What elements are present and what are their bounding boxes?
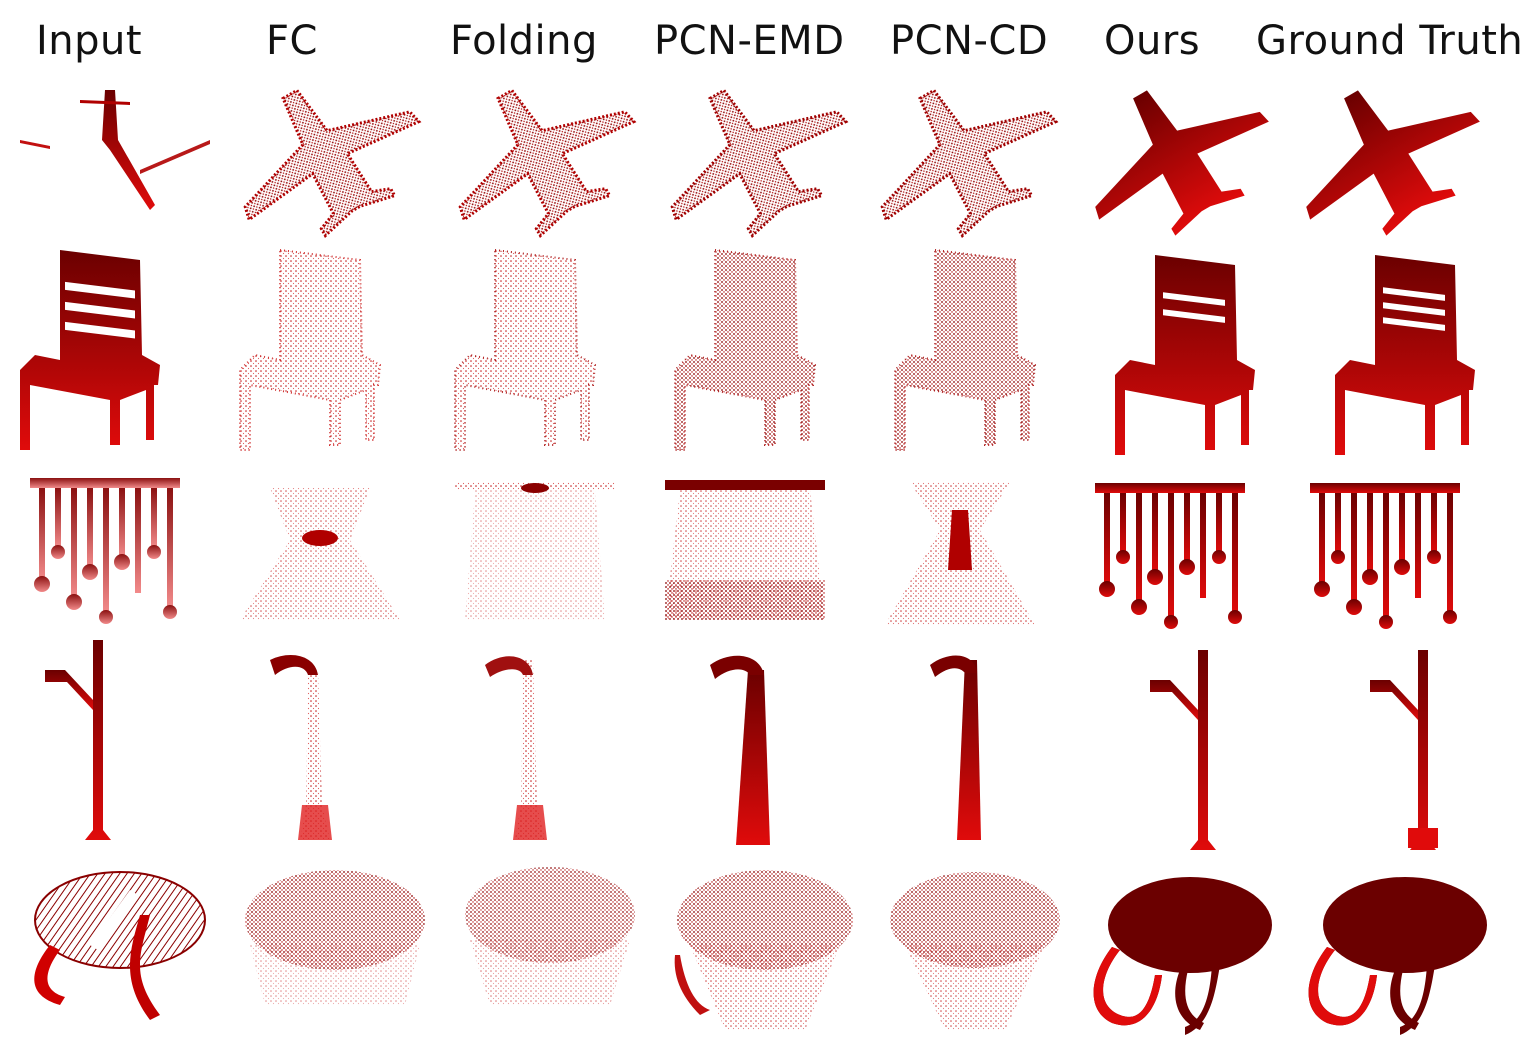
chandelier-pcn-emd — [665, 480, 825, 620]
chair-folding — [454, 249, 596, 451]
chandelier-fc — [240, 488, 400, 620]
column-title-pcn-emd: PCN-EMD — [654, 18, 845, 64]
row-street-lamp — [45, 640, 1438, 850]
column-title-input: Input — [36, 18, 143, 64]
street-lamp-pcn-cd — [930, 655, 981, 840]
table-ours — [1093, 877, 1272, 1035]
airplane-pcn-emd — [630, 43, 874, 267]
row-chandelier — [30, 478, 1460, 629]
airplane-folding — [418, 43, 662, 267]
airplane-ground-truth — [1266, 45, 1506, 265]
column-title-ground-truth: Ground Truth — [1256, 18, 1524, 64]
chair-fc — [239, 249, 381, 451]
chandelier-ours — [1095, 483, 1245, 629]
chair-input — [20, 250, 160, 450]
chair-ours — [1115, 255, 1255, 455]
table-folding — [465, 867, 635, 1005]
column-header-row: Input FC Folding PCN-EMD PCN-CD Ours Gro… — [0, 0, 1532, 80]
street-lamp-pcn-emd — [710, 655, 770, 845]
column-title-folding: Folding — [450, 18, 598, 64]
street-lamp-input — [45, 640, 111, 840]
chair-pcn-emd — [674, 249, 816, 451]
table-pcn-cd — [890, 872, 1060, 1030]
street-lamp-folding — [485, 656, 547, 840]
table-fc — [245, 870, 425, 1005]
airplane-pcn-cd — [840, 43, 1084, 267]
row-table — [34, 867, 1487, 1035]
street-lamp-ours — [1150, 650, 1216, 850]
chandelier-ground-truth — [1310, 483, 1460, 629]
chair-ground-truth — [1335, 255, 1475, 455]
row-airplane — [20, 43, 1506, 267]
table-pcn-emd — [674, 870, 853, 1030]
column-title-fc: FC — [266, 18, 318, 64]
airplane-input — [20, 90, 210, 210]
column-title-pcn-cd: PCN-CD — [890, 18, 1049, 64]
column-title-ours: Ours — [1104, 18, 1201, 64]
row-chair — [20, 249, 1475, 455]
chandelier-folding — [455, 482, 615, 620]
street-lamp-fc — [270, 655, 332, 840]
airplane-fc — [203, 43, 447, 267]
chandelier-input — [30, 478, 180, 624]
chandelier-pcn-cd — [885, 482, 1035, 625]
table-input — [34, 871, 206, 1020]
airplane-ours — [1055, 45, 1295, 265]
table-ground-truth — [1308, 877, 1487, 1035]
chair-pcn-cd — [894, 249, 1036, 451]
street-lamp-ground-truth — [1370, 650, 1438, 850]
